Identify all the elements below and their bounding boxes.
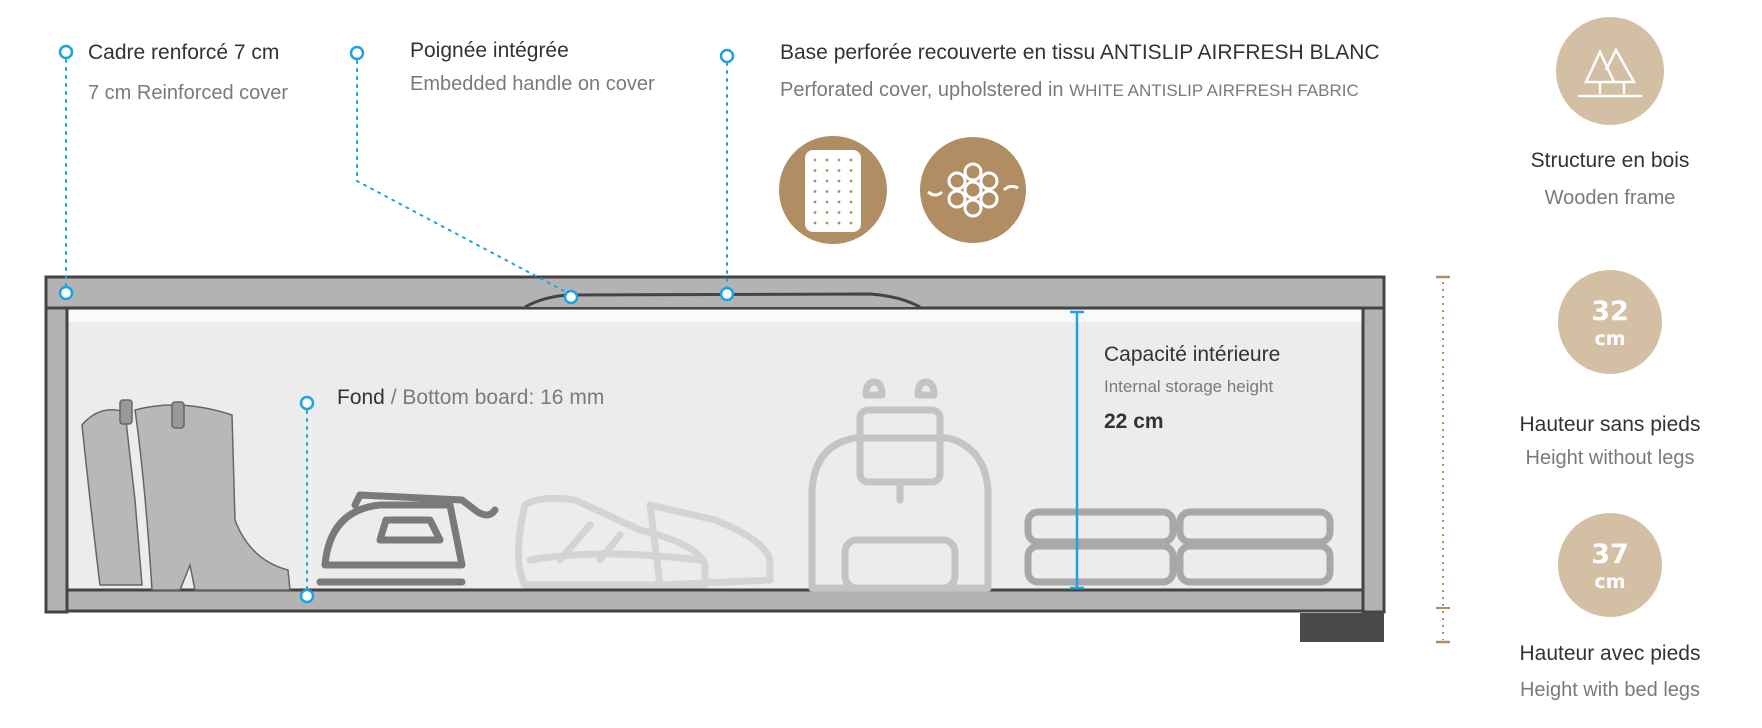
handle-marker-bottom	[563, 289, 579, 305]
wooden-frame-fr: Structure en bois	[1531, 149, 1690, 172]
towels-icon	[1024, 508, 1334, 586]
capacity-value: 22 cm	[1104, 410, 1164, 433]
height-badge	[1558, 270, 1662, 374]
bottom-label-sep: /	[385, 386, 403, 409]
airfresh-flower-icon	[920, 137, 1026, 243]
bottom-label: Fond / Bottom board: 16 mm	[337, 386, 604, 409]
right-side-panel	[1361, 306, 1386, 614]
perforation-dot	[825, 169, 829, 172]
perforation-dot	[825, 221, 829, 225]
perforated-base-icon	[779, 136, 887, 244]
frame-marker-top	[58, 44, 74, 60]
perforation-dot	[837, 200, 841, 204]
base-label-en-main: Perforated cover, upholstered in	[780, 79, 1069, 101]
backpack-icon	[808, 378, 992, 592]
perforation-dot	[813, 200, 817, 204]
height-value: 32	[1591, 296, 1629, 327]
perforation-dot	[837, 190, 841, 193]
sneakers-icon	[515, 494, 774, 589]
handle-label-en: Embedded handle on cover	[410, 73, 655, 95]
perforation-dot	[837, 211, 841, 214]
height-value: 37	[1591, 539, 1629, 570]
perforation-dot	[849, 190, 853, 193]
perforation-dot	[825, 179, 829, 183]
handle-leader	[356, 60, 567, 293]
capacity-label-fr: Capacité intérieure	[1104, 343, 1280, 366]
perforation-dot	[849, 169, 853, 172]
height-with-legs-en: Height with bed legs	[1520, 679, 1700, 701]
feature-wooden-frame: Structure en bois Wooden frame	[1531, 17, 1690, 209]
height-without-legs-fr: Hauteur sans pieds	[1520, 413, 1701, 436]
perforation-dot	[849, 158, 853, 162]
frame-label-fr: Cadre renforcé 7 cm	[88, 41, 279, 64]
perforation-dot	[825, 158, 829, 162]
bottom-marker-top	[299, 395, 315, 411]
wooden-frame-en: Wooden frame	[1545, 187, 1676, 209]
perforation-dot	[813, 158, 817, 162]
bottom-label-en: Bottom board: 16 mm	[402, 386, 604, 409]
frame-label-en: 7 cm Reinforced cover	[88, 82, 288, 104]
bottom-label-fr: Fond	[337, 386, 385, 409]
perforation-dot	[837, 221, 841, 225]
perforation-dot	[825, 190, 829, 193]
height-measure-line	[1436, 275, 1450, 644]
base-label-en-caps: WHITE ANTISLIP AIRFRESH FABRIC	[1069, 81, 1359, 100]
base-marker-top	[719, 48, 735, 64]
bed-frame	[44, 275, 1386, 642]
iron-icon	[316, 491, 499, 586]
base-label-fr: Base perforée recouverte en tissu ANTISL…	[780, 41, 1380, 64]
left-side-panel	[44, 306, 69, 614]
height-unit: cm	[1594, 571, 1625, 593]
height-badge	[1558, 513, 1662, 617]
base-label-en: Perforated cover, upholstered in WHITE A…	[780, 79, 1359, 101]
perforation-dot	[825, 211, 829, 214]
height-with-legs-fr: Hauteur avec pieds	[1520, 642, 1701, 665]
perforation-dot	[837, 158, 841, 162]
frame-marker-bottom	[58, 285, 74, 301]
perforation-dot	[849, 179, 853, 183]
handle-marker-top	[349, 45, 365, 61]
perforation-dot	[813, 169, 817, 172]
height-without-legs-en: Height without legs	[1526, 447, 1695, 469]
perforation-dot	[813, 179, 817, 183]
perforation-dot	[849, 200, 853, 204]
feature-height-with-legs: 37 cm Hauteur avec pieds Height with bed…	[1520, 513, 1701, 701]
capacity-measure-line	[1070, 310, 1084, 590]
height-unit: cm	[1594, 328, 1625, 350]
perforation-dot	[837, 179, 841, 183]
perforation-dot	[825, 200, 829, 204]
handle-label-fr: Poignée intégrée	[410, 39, 569, 62]
perforation-dot	[849, 221, 853, 225]
perforation-dot	[813, 211, 817, 214]
base-marker-bottom	[719, 286, 735, 302]
capacity-label-en: Internal storage height	[1104, 377, 1273, 396]
perforation-dot	[837, 169, 841, 172]
perforation-dot	[813, 221, 817, 225]
feature-height-without-legs: 32 cm Hauteur sans pieds Height without …	[1520, 270, 1701, 469]
bottom-marker-bottom	[299, 588, 315, 604]
perforation-dot	[813, 190, 817, 193]
boots-icon	[81, 399, 291, 591]
bottom-board	[65, 588, 1365, 613]
perforation-dot	[849, 211, 853, 214]
bed-leg	[1300, 613, 1384, 642]
